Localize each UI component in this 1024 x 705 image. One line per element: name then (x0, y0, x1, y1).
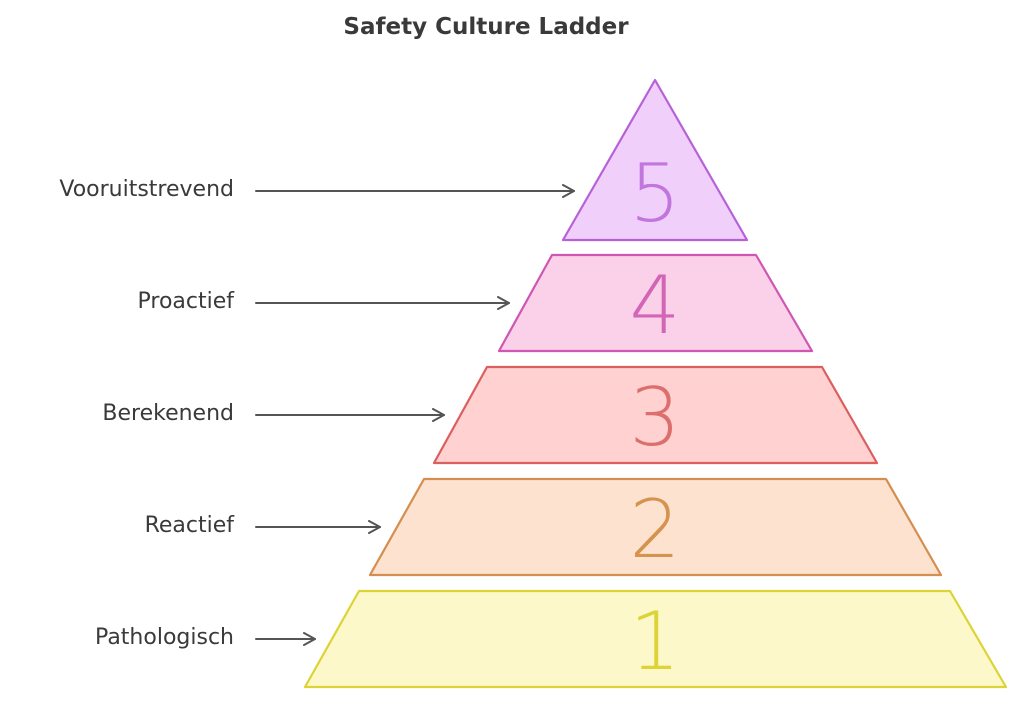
level-4-number: 4 (630, 259, 681, 352)
pyramid-level-3: 3 (432, 365, 879, 465)
label-level-5: Vooruitstrevend (59, 177, 234, 202)
level-2-shape (368, 477, 943, 577)
level-3-shape (432, 365, 879, 465)
pyramid-level-1: 1 (303, 589, 1008, 689)
pyramid-level-4: 4 (497, 253, 814, 353)
label-level-3: Berekenend (102, 401, 234, 426)
label-level-2: Reactief (144, 513, 234, 538)
label-level-1: Pathologisch (95, 625, 234, 650)
level-5-number: 5 (630, 147, 681, 240)
level-4-shape (497, 253, 814, 353)
level-3-number: 3 (630, 371, 681, 464)
level-5-shape (561, 78, 749, 242)
diagram-title: Safety Culture Ladder (343, 14, 629, 40)
level-1-number: 1 (630, 595, 681, 688)
label-level-4: Proactief (137, 289, 235, 314)
pyramid-level-2: 2 (368, 477, 943, 577)
level-2-number: 2 (630, 483, 681, 576)
level-1-shape (303, 589, 1008, 689)
pyramid-level-5: 5 (561, 78, 749, 242)
